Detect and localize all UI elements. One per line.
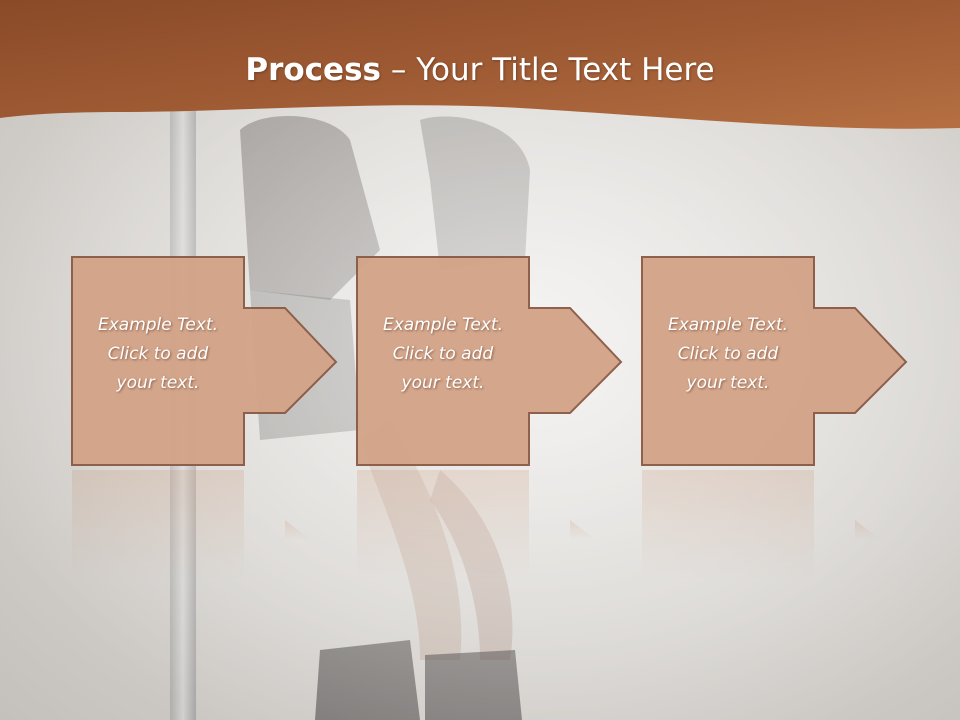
process-step-2[interactable]: Example Text. Click to add your text. bbox=[356, 256, 636, 468]
step-1-line-3: your text. bbox=[116, 373, 200, 393]
step-3-shape bbox=[641, 256, 908, 466]
step-1-shape bbox=[71, 256, 338, 466]
process-step-1[interactable]: Example Text. Click to add your text. bbox=[71, 256, 351, 468]
step-3-text: Example Text. Click to add your text. bbox=[641, 311, 815, 398]
step-2-text: Example Text. Click to add your text. bbox=[356, 311, 530, 398]
step-1-line-1: Example Text. bbox=[97, 315, 219, 335]
header-band bbox=[0, 0, 960, 129]
step-2-line-1: Example Text. bbox=[382, 315, 504, 335]
step-3-line-1: Example Text. bbox=[667, 315, 789, 335]
step-3-line-3: your text. bbox=[686, 373, 770, 393]
step-1-text: Example Text. Click to add your text. bbox=[71, 311, 245, 398]
title-rest: – Your Title Text Here bbox=[381, 52, 715, 88]
step-3-line-2: Click to add bbox=[677, 344, 779, 364]
step-1-line-2: Click to add bbox=[107, 344, 209, 364]
step-2-shape bbox=[356, 256, 623, 466]
page-title: Process – Your Title Text Here bbox=[0, 52, 960, 88]
title-bold: Process bbox=[245, 52, 381, 88]
step-2-line-3: your text. bbox=[401, 373, 485, 393]
step-2-line-2: Click to add bbox=[392, 344, 494, 364]
process-step-3[interactable]: Example Text. Click to add your text. bbox=[641, 256, 921, 468]
